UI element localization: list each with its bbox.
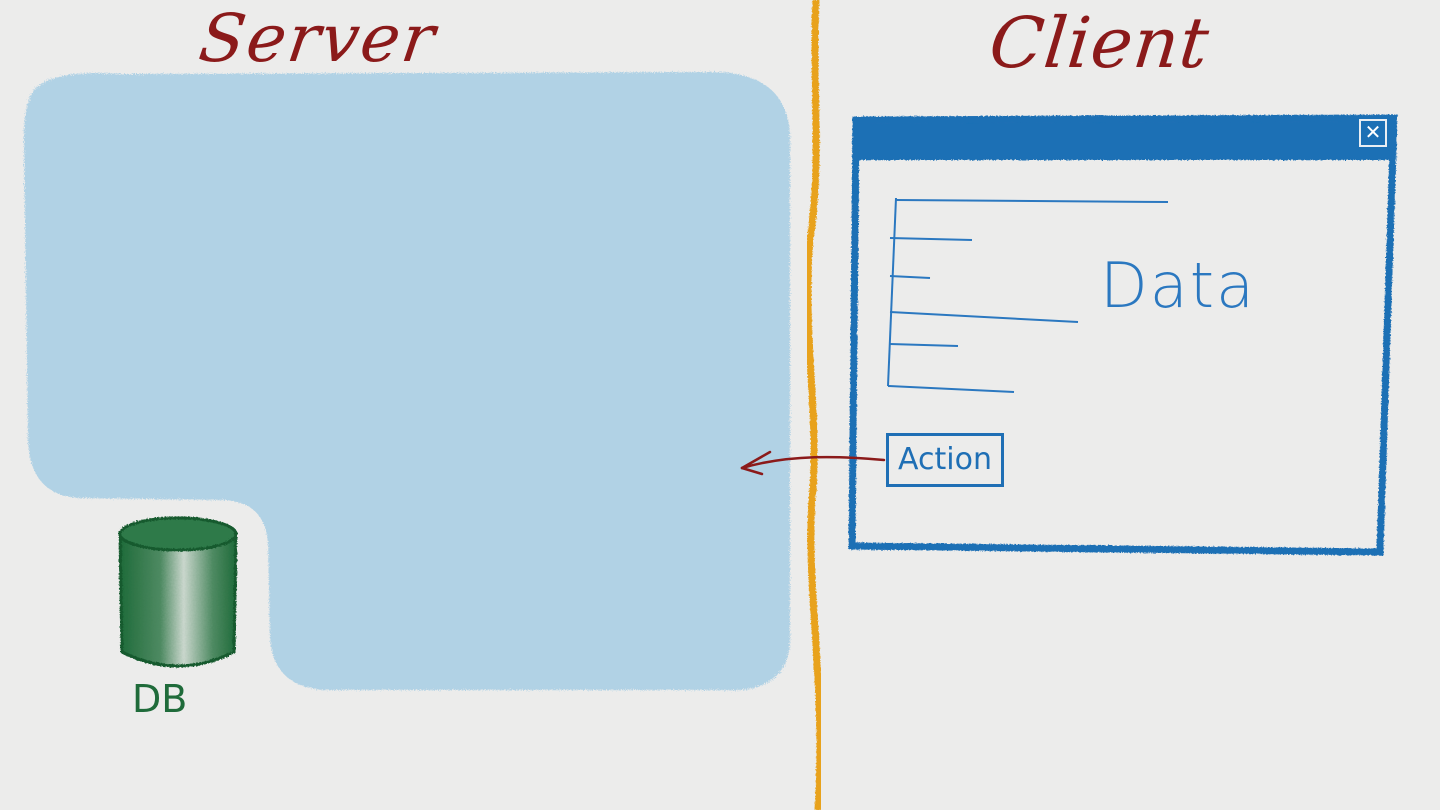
window-frame (848, 114, 1398, 556)
action-button[interactable]: Action (886, 433, 1004, 487)
arrow-icon (740, 450, 886, 476)
server-area (23, 72, 791, 691)
data-list-lines (887, 197, 1169, 393)
data-label: Data (1100, 249, 1257, 322)
divider-line (804, 0, 824, 810)
server-title: Server (194, 0, 442, 77)
client-window (848, 114, 1398, 556)
window-titlebar (856, 118, 1392, 160)
close-icon[interactable]: ✕ (1359, 119, 1387, 147)
client-title: Client (985, 2, 1214, 84)
database-label: DB (132, 677, 188, 721)
database-icon (118, 516, 238, 668)
